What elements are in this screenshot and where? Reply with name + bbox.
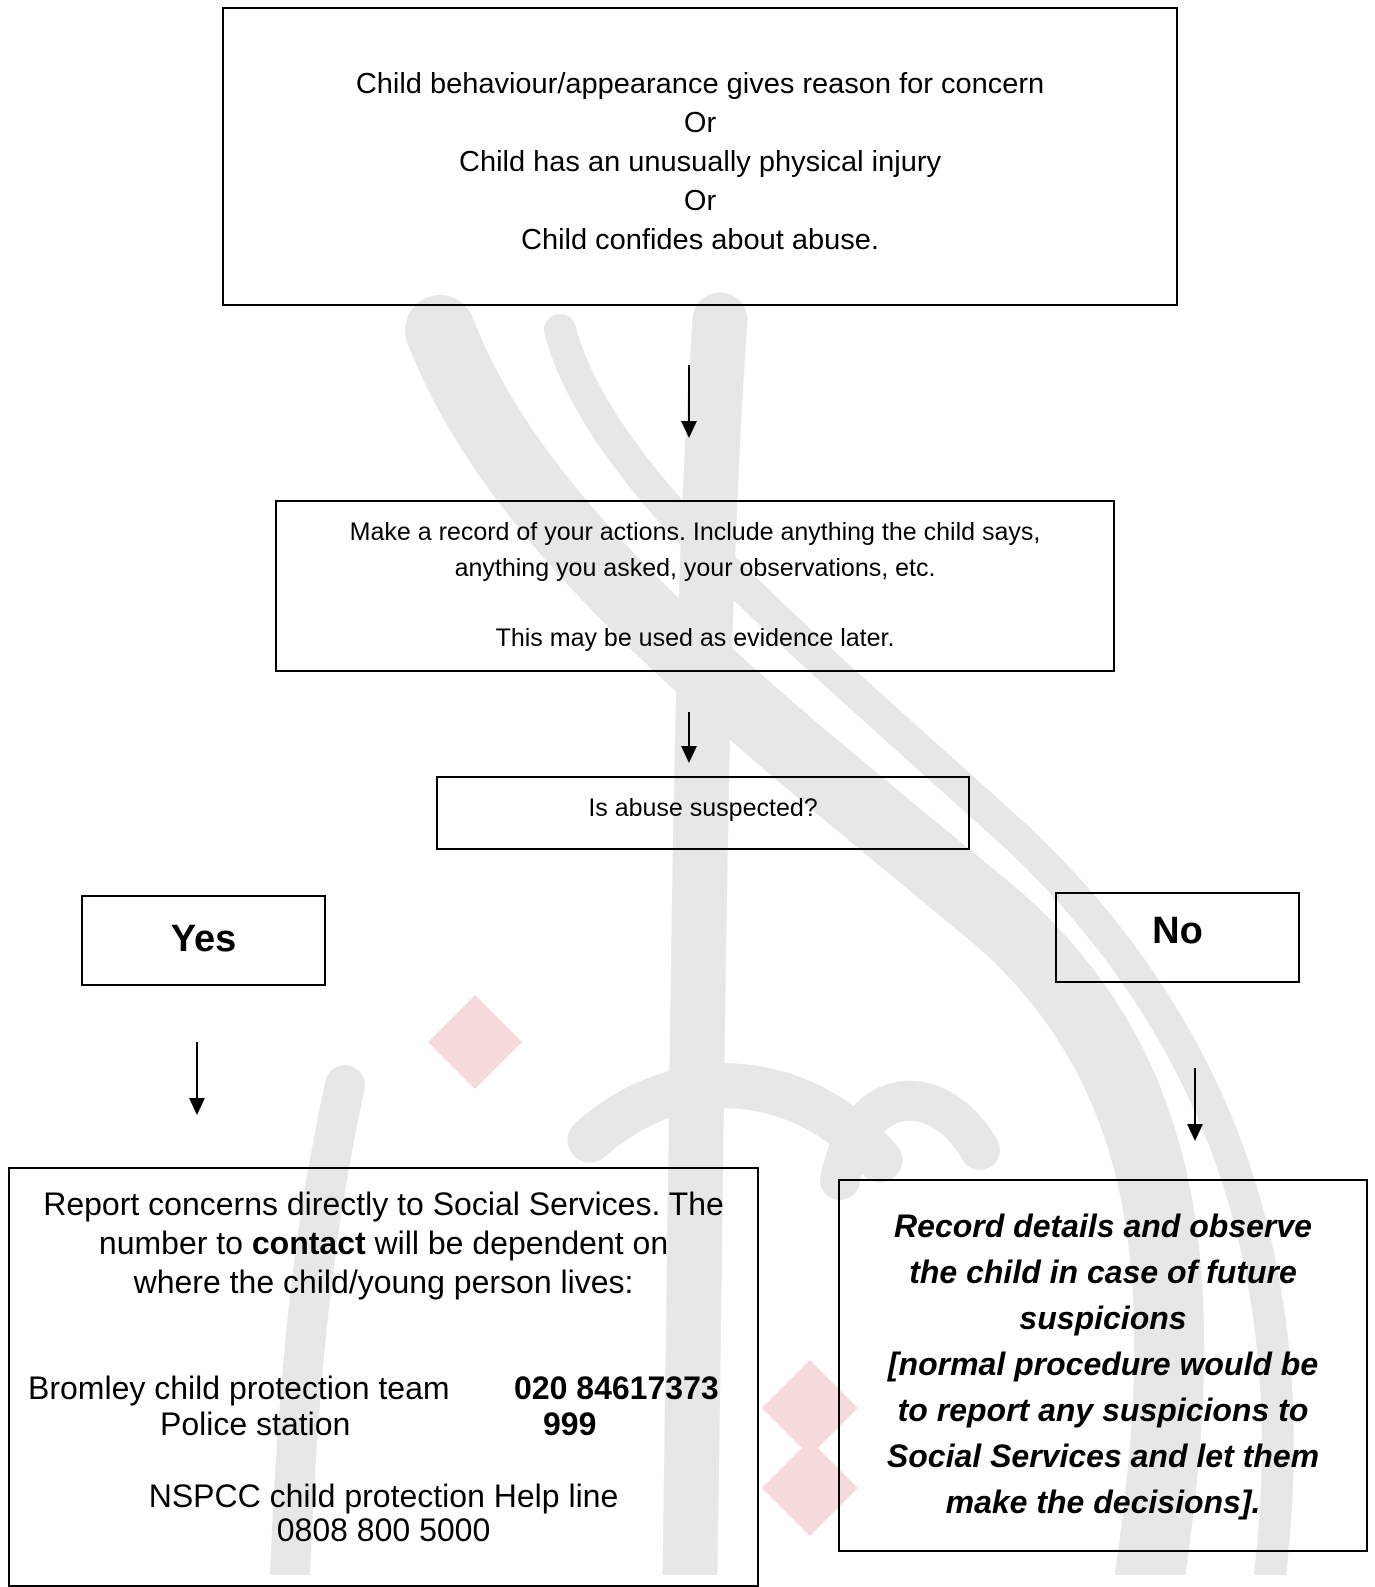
contact-number-police: 999 [543,1406,597,1442]
or-label-1: Or [683,107,717,139]
contact-label-bromley: Bromley child protection team [28,1370,450,1406]
observe-child-box: Record details and observe the child in … [838,1179,1368,1552]
observe-line-3: suspicions [1019,1300,1187,1336]
report-intro-text: number to [98,1225,252,1261]
report-intro-text: will be dependent on [365,1225,669,1261]
observe-line-4: [normal procedure would be [887,1346,1319,1382]
report-intro-line-3: where the child/young person lives: [133,1264,634,1300]
observe-line-2: the child in case of future [909,1254,1297,1290]
contact-number-bromley: 020 84617373 [514,1370,719,1406]
yes-branch-box: Yes [81,895,326,986]
contact-emphasis: contact [251,1225,366,1261]
down-arrow-icon [189,1042,205,1115]
report-intro-line-2: number to contact will be dependent on [10,1224,757,1263]
contact-label-police: Police station [160,1406,351,1442]
observe-line-5: to report any suspicions to [897,1392,1309,1428]
concern-line-confides: Child confides about abuse. [521,224,879,256]
observe-line-1: Record details and observe [894,1208,1312,1244]
helpline-number: 0808 800 5000 [276,1512,491,1548]
report-intro-line-1: Report concerns directly to Social Servi… [43,1186,724,1222]
record-line-1: Make a record of your actions. Include a… [349,518,1041,546]
down-arrow-icon [681,365,697,438]
record-actions-box: Make a record of your actions. Include a… [275,500,1115,672]
helpline-label: NSPCC child protection Help line [148,1478,619,1514]
observe-line-7: make the decisions]. [945,1484,1261,1520]
down-arrow-icon [1187,1068,1203,1141]
concern-trigger-box: Child behaviour/appearance gives reason … [222,7,1178,306]
no-label: No [1152,910,1203,952]
concern-line-injury: Child has an unusually physical injury [459,146,941,178]
record-line-evidence: This may be used as evidence later. [495,624,895,652]
observe-line-6: Social Services and let them [886,1438,1320,1474]
no-branch-box: No [1055,892,1300,983]
abuse-suspected-question-box: Is abuse suspected? [436,776,970,850]
concern-line-behaviour: Child behaviour/appearance gives reason … [355,68,1045,100]
down-arrow-icon [681,712,697,763]
record-line-2: anything you asked, your observations, e… [454,554,936,582]
yes-label: Yes [170,918,237,960]
question-text: Is abuse suspected? [588,794,818,822]
report-concerns-box: Report concerns directly to Social Servi… [8,1167,759,1587]
or-label-2: Or [683,185,717,217]
